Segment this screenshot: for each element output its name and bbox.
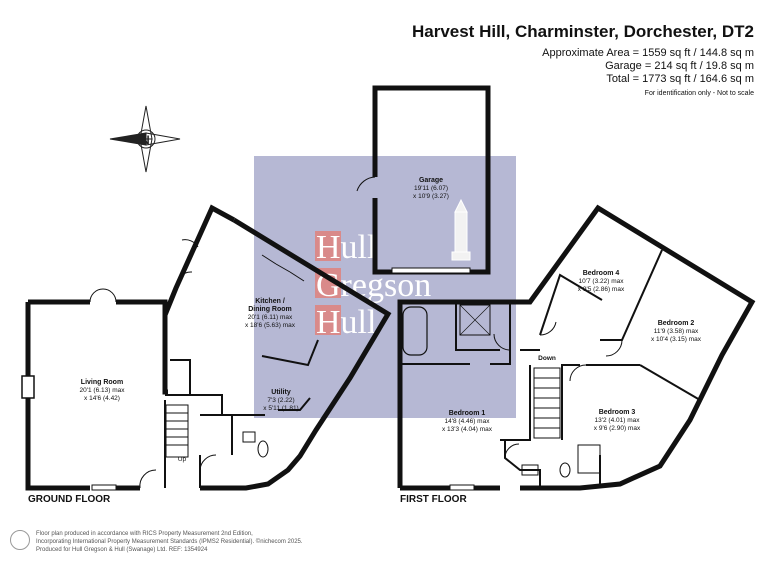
scale-note: For identification only - Not to scale <box>644 90 754 97</box>
area-approx: Approximate Area = 1559 sq ft / 144.8 sq… <box>542 47 754 59</box>
shower <box>459 304 491 336</box>
monument-icon <box>451 198 471 261</box>
ground-floor-label: GROUND FLOOR <box>28 494 111 505</box>
area-garage: Garage = 214 sq ft / 19.8 sq m <box>605 60 754 72</box>
ground-floor-walls <box>25 204 392 491</box>
nichecom-logo-icon <box>10 530 30 550</box>
ground-stairs <box>165 404 189 458</box>
footer-line-3: Produced for Hull Gregson & Hull (Swanag… <box>36 547 208 553</box>
stairs-up-label: Up <box>177 456 187 463</box>
compass-letter: N <box>141 133 150 147</box>
garage-walls <box>372 85 491 275</box>
area-total: Total = 1773 sq ft / 164.6 sq m <box>606 73 754 85</box>
footer-line-1: Floor plan produced in accordance with R… <box>36 531 253 537</box>
footer-line-2: Incorporating International Property Mea… <box>36 539 303 545</box>
first-stairs <box>533 367 561 439</box>
bath <box>402 306 428 356</box>
svg-text:Hull: Hull <box>316 229 376 266</box>
watermark-block <box>254 156 516 418</box>
property-title: Harvest Hill, Charminster, Dorchester, D… <box>411 22 754 41</box>
compass-icon <box>109 105 181 173</box>
first-floor-label: FIRST FLOOR <box>400 494 467 505</box>
svg-text:Hull: Hull <box>316 304 376 341</box>
stairs-down-label: Down <box>538 355 556 362</box>
first-floor-walls <box>397 204 756 491</box>
